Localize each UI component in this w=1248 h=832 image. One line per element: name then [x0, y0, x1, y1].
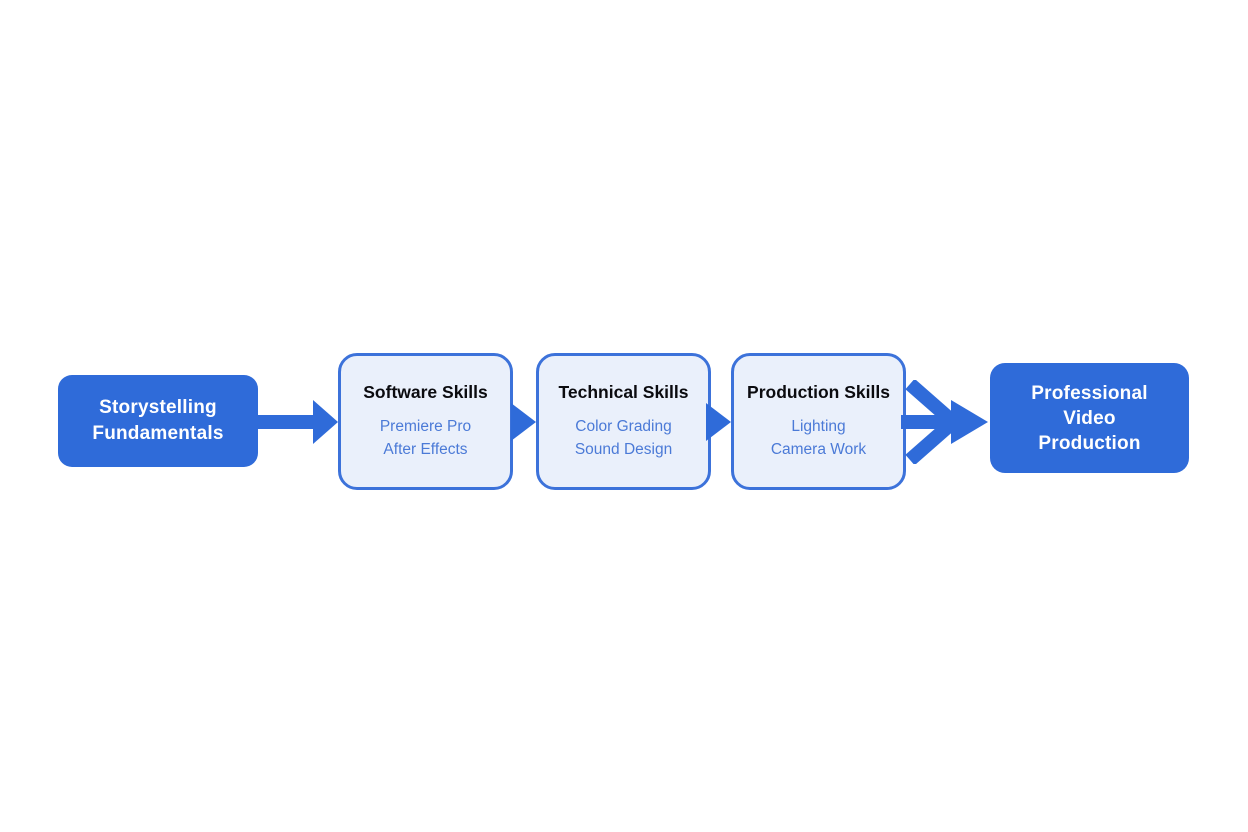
node-technical-skills: Technical Skills Color Grading Sound Des…	[536, 353, 711, 490]
stage-items: Lighting Camera Work	[771, 415, 866, 461]
end-node-label-line2: Video	[1063, 407, 1116, 429]
arrow-right-icon	[256, 400, 338, 444]
stage-items: Color Grading Sound Design	[575, 415, 672, 461]
node-software-skills: Software Skills Premiere Pro After Effec…	[338, 353, 513, 490]
stage-item: Color Grading	[575, 418, 672, 435]
node-professional-video-production: Professional Video Production	[990, 363, 1189, 473]
end-node-label-line1: Professional	[1031, 382, 1148, 404]
triangle-arrow-icon	[706, 403, 731, 441]
triangle-arrow-icon	[511, 403, 536, 441]
end-node-label-line3: Production	[1038, 432, 1141, 454]
stage-item: Premiere Pro	[379, 418, 472, 435]
stage-item: Camera Work	[770, 441, 867, 458]
node-storytelling-fundamentals: Storystelling Fundamentals	[58, 375, 258, 467]
stage-title: Production Skills	[747, 382, 890, 402]
node-production-skills: Production Skills Lighting Camera Work	[731, 353, 906, 490]
stage-item: Sound Design	[574, 441, 673, 458]
merge-arrow-icon	[901, 380, 988, 464]
stage-item: Lighting	[791, 418, 846, 435]
start-node-label-line1: Storystelling	[99, 397, 217, 418]
stage-title: Software Skills	[363, 382, 488, 402]
stage-title: Technical Skills	[558, 382, 689, 402]
start-node-label-line2: Fundamentals	[92, 423, 224, 444]
stage-item: After Effects	[383, 441, 468, 458]
stage-items: Premiere Pro After Effects	[380, 415, 471, 461]
